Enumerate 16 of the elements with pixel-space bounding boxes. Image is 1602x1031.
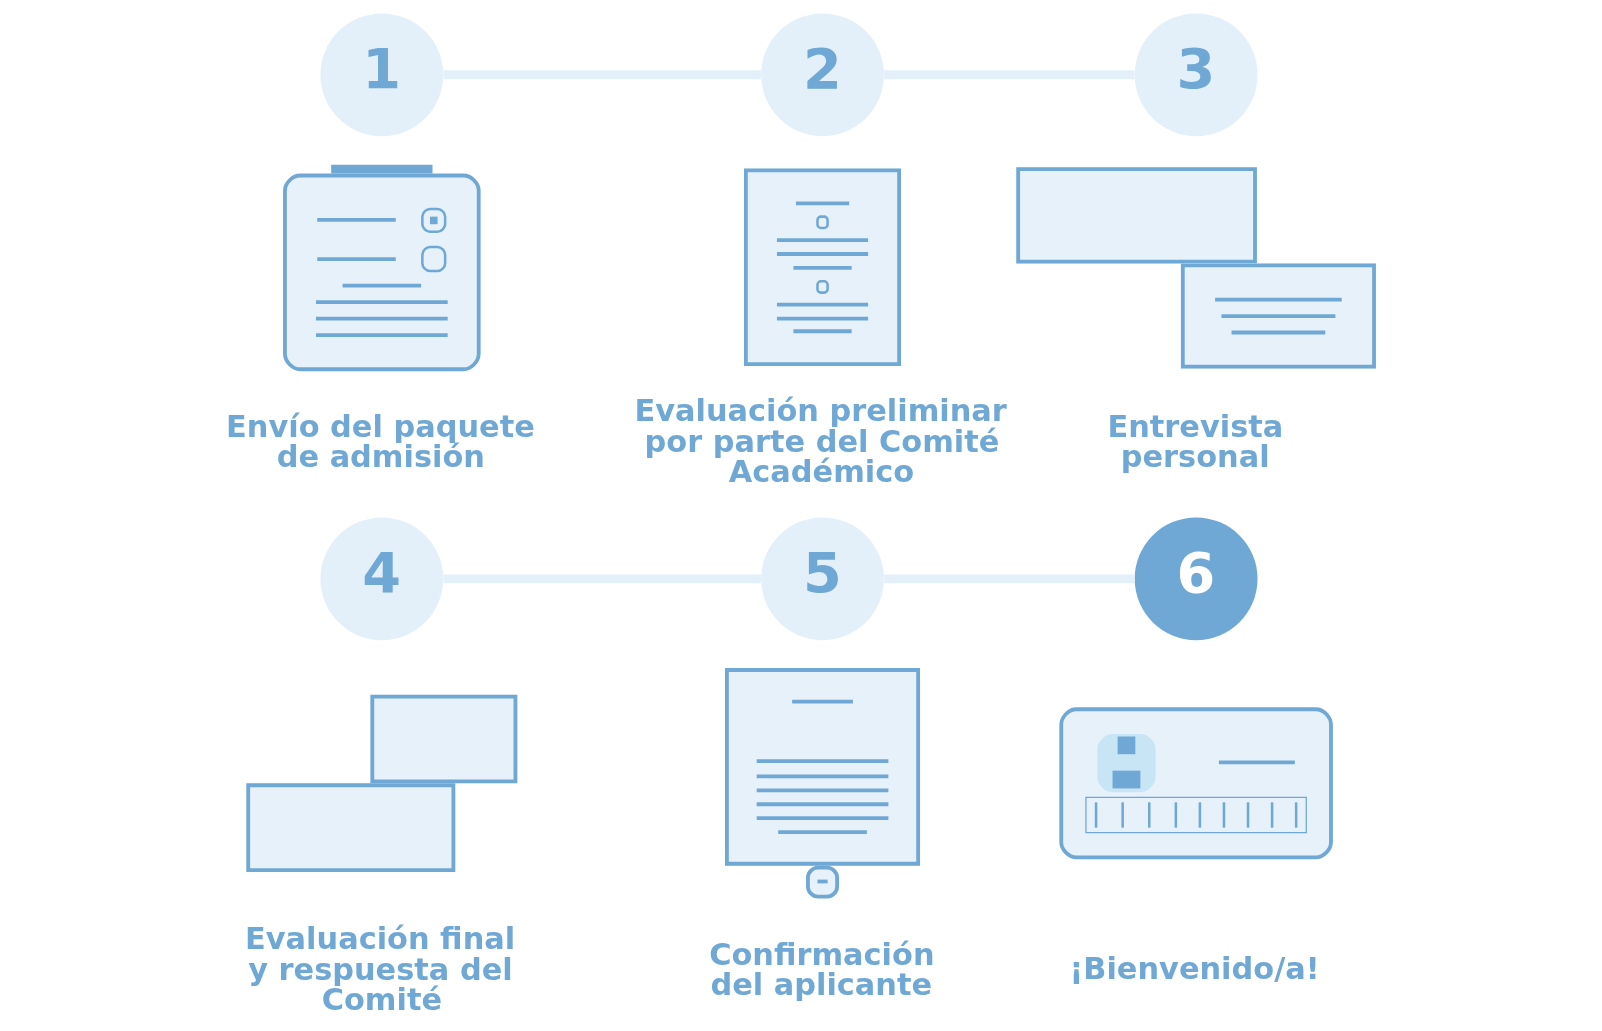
node-label: Confirmación del aplicante xyxy=(709,936,935,1003)
connector xyxy=(884,574,1135,584)
node-label: Entrevista personal xyxy=(1107,408,1284,474)
node-label: Evaluación preliminar por parte del Comité Académico xyxy=(634,393,1007,490)
node-circle: 1 xyxy=(320,13,444,137)
node-circle: 4 xyxy=(320,517,444,641)
node-label: ¡Bienvenido/a! xyxy=(1069,950,1320,986)
node-circle: 3 xyxy=(1134,13,1258,137)
node-circle: 5 xyxy=(761,517,884,641)
node-label: Envío del paquete de admisión xyxy=(226,408,535,474)
connector xyxy=(443,70,762,80)
node-label: Evaluación final y respuesta del Comité xyxy=(245,921,516,1018)
node-circle: 2 xyxy=(761,13,884,137)
connector xyxy=(443,574,762,584)
node-circle: 6 xyxy=(1134,517,1258,641)
connector xyxy=(884,70,1135,80)
